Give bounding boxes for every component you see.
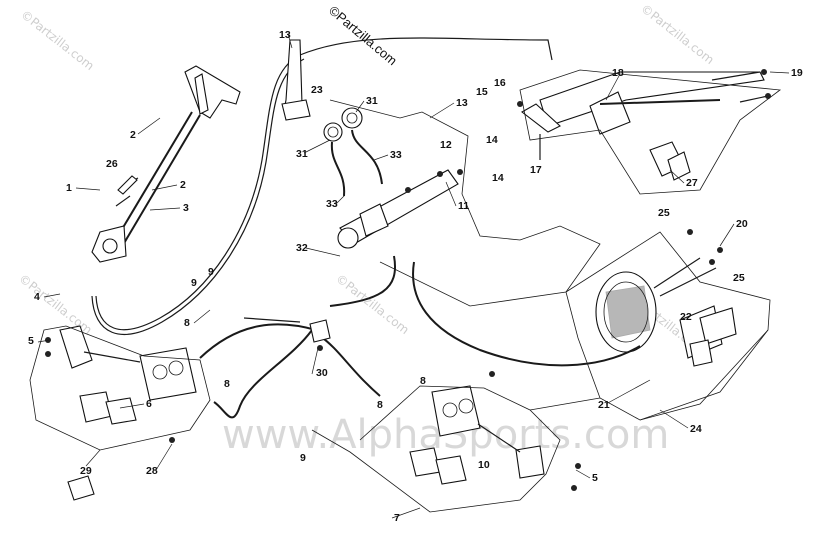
- caliper-outline-21: [529, 397, 601, 411]
- callout-13-left: 13: [279, 29, 291, 41]
- callout-9-b: 9: [208, 266, 214, 278]
- callout-8-c: 8: [377, 399, 383, 411]
- master-cylinder-group-outline: [329, 99, 601, 307]
- callout-23: 23: [311, 84, 323, 96]
- rear-brake-cable: [95, 37, 553, 331]
- callout-4: 4: [34, 291, 40, 303]
- callout-18: 18: [612, 67, 624, 79]
- left-caliper-group-outline: [29, 325, 211, 451]
- watermark-corner-top-right: ©Partzilla.com: [638, 1, 717, 67]
- callout-9-c: 9: [300, 452, 306, 464]
- callout-33-left: 33: [326, 198, 338, 210]
- callout-17: 17: [530, 164, 542, 176]
- callout-8-d: 8: [420, 375, 426, 387]
- right-bottom-caliper-assembly: [409, 371, 581, 491]
- rear-brake-cable-inner: [91, 58, 305, 335]
- callout-5-left: 5: [28, 335, 34, 347]
- right-outline-bottom: [639, 329, 769, 421]
- callout-25-right: 25: [733, 272, 745, 284]
- callout-1: 2: [180, 179, 186, 191]
- callout-12: 12: [440, 139, 452, 151]
- callout-16: 16: [494, 77, 506, 89]
- disc-brake-assembly-right: [595, 229, 737, 367]
- watermark-corner-top-left: ©Partzilla.com: [18, 7, 97, 73]
- front-brake-lever-assembly: [517, 69, 771, 181]
- front-brake-hose-right: [412, 261, 641, 367]
- callout-9-a: 9: [191, 277, 197, 289]
- callout-20: 20: [736, 218, 748, 230]
- callout-19: 19: [791, 67, 803, 79]
- copyright-text: ©Partzilla.com: [326, 3, 400, 68]
- callout-5-right: 5: [592, 472, 598, 484]
- callout-8-a: 8: [184, 317, 190, 329]
- callout-2-lower: 1: [66, 182, 72, 194]
- center-junction: [199, 317, 381, 419]
- callout-3: 3: [183, 202, 189, 214]
- callout-29: 29: [80, 465, 92, 477]
- left-caliper-assembly: [45, 325, 197, 501]
- brake-pedal-assembly: [91, 65, 241, 263]
- leader-lines: [37, 33, 790, 519]
- callout-25-top: 25: [658, 207, 670, 219]
- right-caliper-group-outline: [565, 231, 771, 421]
- callout-30: 30: [316, 367, 328, 379]
- callout-27: 27: [686, 177, 698, 189]
- callout-13-right: 13: [456, 97, 468, 109]
- callout-14-top: 14: [486, 134, 498, 146]
- watermark-corner-mid-left: ©Partzilla.com: [16, 271, 95, 337]
- callout-26: 26: [106, 158, 118, 170]
- callout-8-b: 8: [224, 378, 230, 390]
- callout-31-left: 31: [296, 148, 308, 160]
- callout-10: 10: [478, 459, 490, 471]
- callout-14-bottom: 14: [492, 172, 504, 184]
- callout-11: 11: [458, 200, 469, 212]
- callout-24: 24: [690, 423, 702, 435]
- callout-21: 21: [598, 399, 610, 411]
- callout-32: 32: [296, 242, 308, 254]
- callout-6: 6: [146, 398, 152, 410]
- callout-33-right: 33: [390, 149, 402, 161]
- callout-22: 22: [680, 311, 692, 323]
- bottom-caliper-group-outline: [311, 385, 561, 513]
- master-cylinder-assembly: [281, 39, 463, 249]
- callout-2-upper: 2: [130, 129, 136, 141]
- callout-15: 15: [476, 86, 488, 98]
- callout-labels: 2 2 1 3 4 5 5 6 7 8 8 8 8 9 9 9 10 11 12…: [28, 29, 803, 524]
- front-lever-group-outline: [519, 69, 782, 195]
- front-brake-hose-center: [329, 255, 396, 307]
- callout-28: 28: [146, 465, 158, 477]
- callout-7: 7: [394, 512, 400, 524]
- callout-31-top: 31: [366, 95, 378, 107]
